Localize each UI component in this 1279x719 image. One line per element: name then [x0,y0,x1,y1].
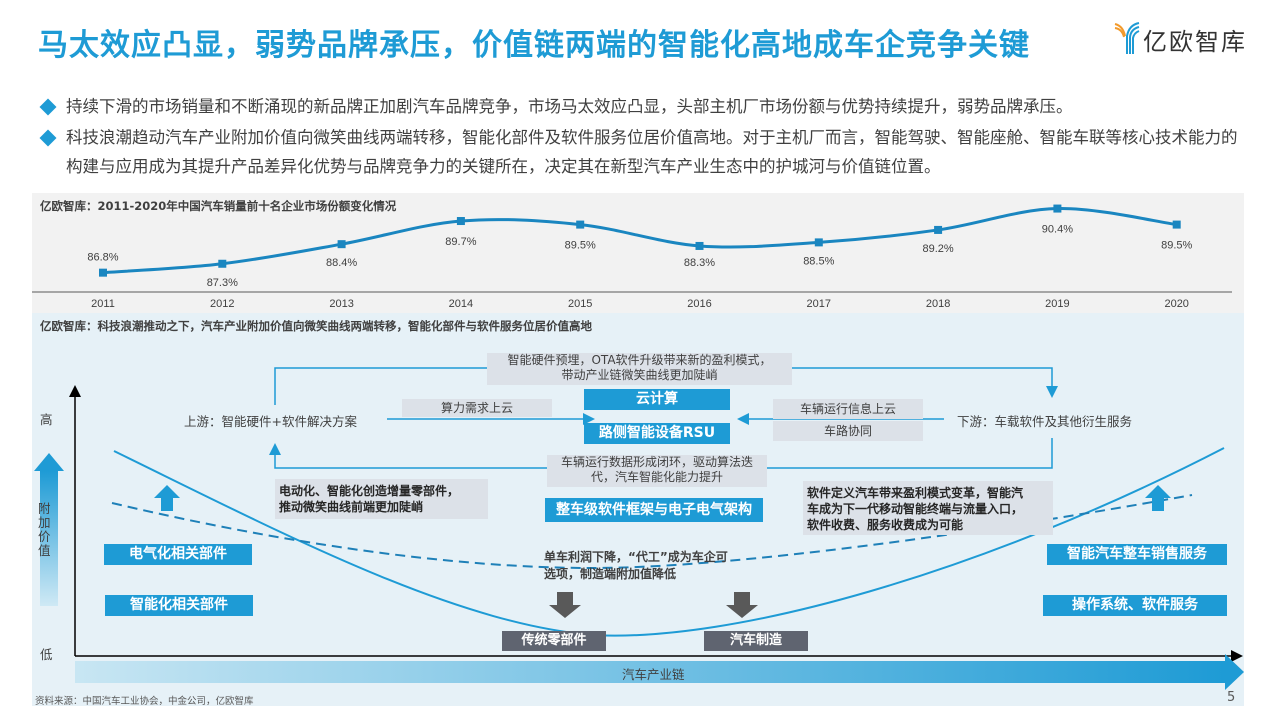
brand-logo: 亿欧智库 [1113,20,1253,56]
bullet-text: 持续下滑的市场销量和不断涌现的新品牌正加剧汽车品牌竞争，市场马太效应凸显，头部主… [66,97,1073,116]
data-label: 90.4% [1042,224,1073,236]
x-tick-label: 2014 [449,298,473,310]
down-arrow-icon [549,592,581,618]
smile-curve-diagram: 亿欧智库：科技浪潮推动之下，汽车产业附加价值向微笑曲线两端转移，智能化部件与软件… [32,313,1244,706]
data-point-marker [934,225,943,234]
right-arrow-note-1: 车辆运行信息上云 [773,399,923,419]
page-number: 5 [1227,690,1236,705]
x-axis-label: 汽车产业链 [622,667,685,682]
bottom-loop-note: 车辆运行数据形成闭环，驱动算法迭 代，汽车智能化能力提升 [547,455,767,487]
data-label: 87.3% [207,277,238,289]
x-tick-label: 2016 [687,298,711,310]
diagram-title: 亿欧智库：科技浪潮推动之下，汽车产业附加价值向微笑曲线两端转移，智能化部件与软件… [40,319,592,333]
x-tick-label: 2013 [329,298,353,310]
right-arrow-note-2: 车路协同 [773,421,923,441]
ee-architecture-box: 整车级软件框架与电子电气架构 [545,498,763,522]
diamond-bullet-icon [39,129,57,147]
line-chart: 86.8% 2011 87.3% 2012 88.4% 2013 89.7% 2014 89.5… [32,204,1232,310]
x-tick-label: 2011 [91,298,115,310]
axis-low-label: 低 [40,647,53,662]
industry-chain-arrow-icon [75,654,1244,690]
bullet-text: 科技浪潮趋动汽车产业附加价值向微笑曲线两端转移，智能化部件及软件服务位居价值高地… [66,128,1238,176]
data-point-marker [695,241,704,250]
data-label: 88.4% [326,257,357,269]
data-label: 88.5% [803,255,834,267]
vehicle-manufacturing-box: 汽车制造 [704,631,808,651]
bullet-list: 持续下滑的市场销量和不断涌现的新品牌正加剧汽车品牌竞争，市场马太效应凸显，头部主… [39,92,1250,183]
diamond-bullet-icon [39,98,57,116]
chart-title: 亿欧智库：2011-2020年中国汽车销量前十名企业市场份额变化情况 [40,199,397,213]
data-point-marker [814,238,823,247]
diagram-lines [34,367,1244,690]
vehicle-sales-service-box: 智能汽车整车销售服务 [1047,544,1227,565]
data-point-marker [99,268,107,277]
rsu-box: 路侧智能设备RSU [584,423,730,444]
data-label: 86.8% [87,252,118,264]
data-point-marker [576,220,585,229]
data-point-marker [1172,220,1181,229]
logo-mark-icon [1114,22,1140,54]
data-label: 89.5% [1161,240,1192,252]
x-tick-label: 2018 [926,298,950,310]
x-tick-label: 2012 [210,298,234,310]
logo-text: 亿欧智库 [1143,28,1247,56]
cloud-computing-box: 云计算 [584,389,730,410]
page-title: 马太效应凸显，弱势品牌承压，价值链两端的智能化高地成车企竞争关键 [38,28,1030,63]
up-arrow-icon [1145,485,1171,511]
value-gradient-arrow-icon [34,453,64,606]
down-arrow-icon [726,592,758,618]
data-point-marker [1053,204,1062,213]
upstream-label: 上游：智能硬件+软件解决方案 [184,414,357,429]
os-software-service-box: 操作系统、软件服务 [1043,595,1227,616]
up-arrow-icon [154,485,180,511]
data-point-marker [337,240,346,249]
data-label: 88.3% [684,257,715,269]
intelligent-parts-box: 智能化相关部件 [105,595,253,616]
top-loop-note: 智能硬件预埋，OTA软件升级带来新的盈利模式， 带动产业链微笑曲线更加陡峭 [487,353,792,385]
market-share-chart: 亿欧智库：2011-2020年中国汽车销量前十名企业市场份额变化情况 86.8%… [32,193,1244,313]
axis-value-label: 附加价值 [38,501,51,558]
axis-high-label: 高 [40,412,53,427]
data-label: 89.7% [445,236,476,248]
center-bold-note: 单车利润下降，“代工”成为车企可 选项，制造端附加值降低 [544,550,728,581]
data-point-marker [218,259,227,268]
x-tick-label: 2020 [1164,298,1188,310]
bullet-item: 持续下滑的市场销量和不断涌现的新品牌正加剧汽车品牌竞争，市场马太效应凸显，头部主… [39,92,1250,121]
left-arrow-note: 算力需求上云 [402,399,552,417]
source-note: 资料来源：中国汽车工业协会，中金公司，亿欧智库 [35,696,254,707]
x-tick-label: 2015 [568,298,592,310]
bullet-item: 科技浪潮趋动汽车产业附加价值向微笑曲线两端转移，智能化部件及软件服务位居价值高地… [39,123,1250,181]
x-tick-label: 2019 [1045,298,1069,310]
downstream-label: 下游：车载软件及其他衍生服务 [957,414,1133,429]
data-label: 89.2% [922,243,953,255]
data-point-marker [456,217,465,226]
left-bold-note: 电动化、智能化创造增量零部件， 推动微笑曲线前端更加陡峭 [275,479,488,519]
right-bold-note: 软件定义汽车带来盈利模式变革，智能汽 车成为下一代移动智能终端与流量入口， 软件… [803,481,1053,535]
x-tick-label: 2017 [807,298,831,310]
electrification-parts-box: 电气化相关部件 [104,544,252,565]
traditional-parts-box: 传统零部件 [502,631,606,651]
data-label: 89.5% [565,240,596,252]
